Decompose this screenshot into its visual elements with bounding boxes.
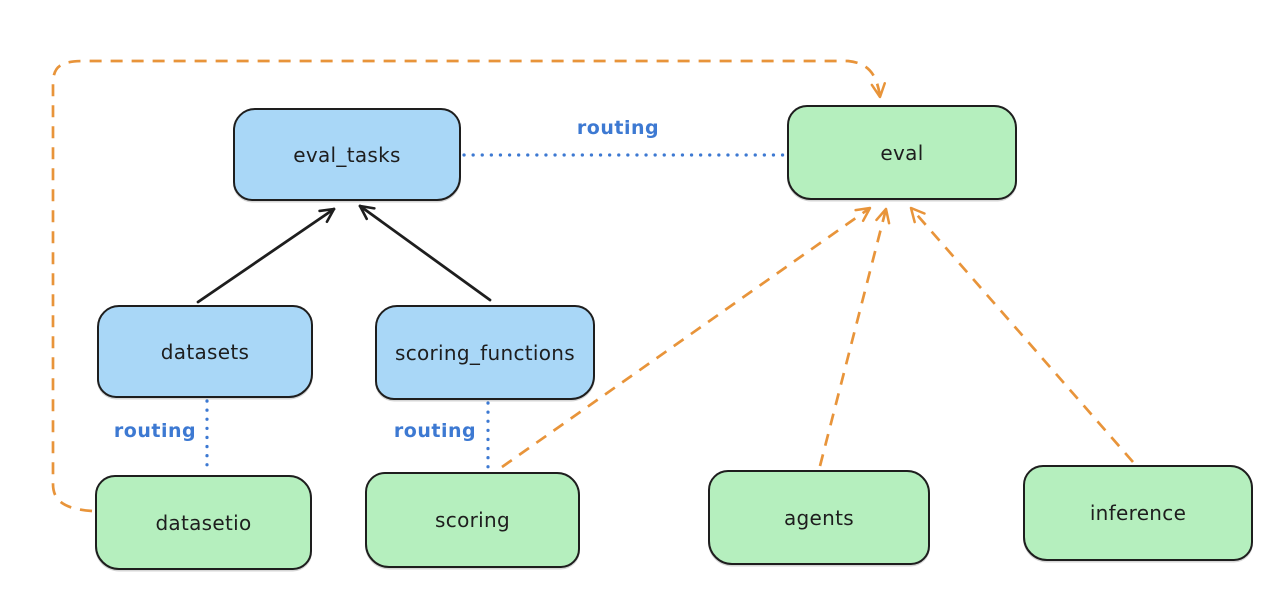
- node-scoring-functions-label: scoring_functions: [394, 340, 576, 365]
- routing-label-top: routing: [576, 117, 660, 139]
- node-scoring-functions: scoring_functions: [375, 305, 595, 400]
- edge-agents-to-eval: [818, 207, 891, 467]
- edge-inference-to-eval: [909, 206, 1135, 463]
- edge-datasets-to-eval-tasks: [196, 207, 336, 304]
- node-scoring: scoring: [365, 472, 580, 568]
- routing-label-left: routing: [113, 420, 197, 442]
- routing-label-right: routing: [393, 420, 477, 442]
- node-eval-tasks-label: eval_tasks: [293, 142, 401, 167]
- node-datasetio-label: datasetio: [155, 510, 252, 535]
- node-agents: agents: [708, 470, 930, 565]
- edge-scoring-functions-to-eval-tasks: [358, 204, 492, 302]
- node-datasets-label: datasets: [160, 339, 250, 364]
- node-inference-label: inference: [1089, 501, 1187, 525]
- node-eval: eval: [787, 105, 1017, 200]
- node-scoring-label: scoring: [435, 508, 510, 532]
- node-eval-tasks: eval_tasks: [233, 108, 461, 201]
- node-agents-label: agents: [784, 505, 854, 530]
- node-inference: inference: [1023, 465, 1253, 561]
- node-eval-label: eval: [880, 140, 924, 165]
- node-datasets: datasets: [97, 305, 313, 398]
- node-datasetio: datasetio: [95, 475, 312, 570]
- edge-datasetio-to-eval: [51, 59, 887, 513]
